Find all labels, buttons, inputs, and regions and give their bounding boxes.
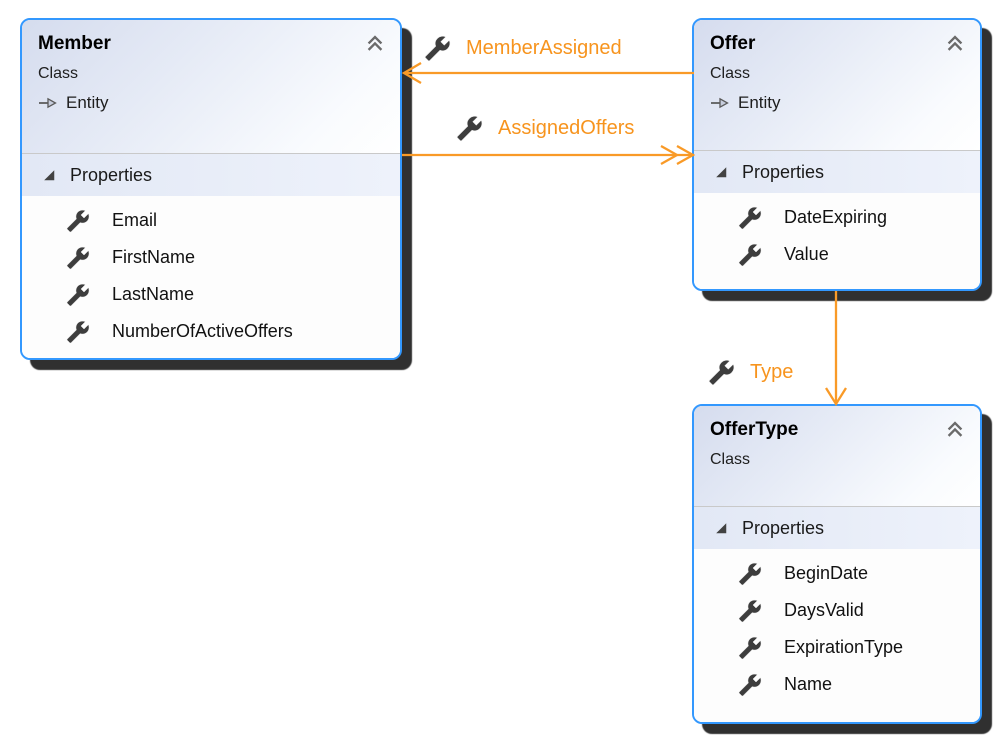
property-name: DaysValid	[784, 600, 864, 620]
collapse-chevrons-icon	[943, 418, 967, 440]
property-name: LastName	[112, 284, 195, 304]
wrench-icon	[66, 209, 90, 233]
wrench-icon	[66, 320, 90, 344]
association-name: MemberAssigned	[466, 37, 622, 59]
property-row[interactable]: BeginDate	[694, 555, 980, 592]
wrench-icon	[738, 206, 762, 230]
property-name: DateExpiring	[784, 207, 888, 227]
wrench-icon	[456, 115, 483, 142]
properties-section-header[interactable]: Properties	[694, 151, 980, 193]
wrench-icon	[708, 359, 735, 386]
property-row[interactable]: DaysValid	[694, 592, 980, 629]
association-label-type[interactable]: Type	[708, 358, 793, 386]
class-stereotype: Class	[38, 65, 79, 82]
association-line-assignedoffers[interactable]	[402, 144, 696, 166]
property-name: Value	[784, 244, 829, 264]
property-name: FirstName	[112, 247, 196, 267]
association-name: Type	[750, 361, 794, 383]
property-name: NumberOfActiveOffers	[112, 321, 293, 341]
property-name: BeginDate	[784, 563, 869, 583]
wrench-icon	[738, 562, 762, 586]
class-stereotype: Class	[710, 65, 751, 82]
properties-section-header[interactable]: Properties	[22, 154, 400, 196]
property-name: Email	[112, 210, 158, 230]
property-row[interactable]: DateExpiring	[694, 199, 980, 236]
wrench-icon	[738, 599, 762, 623]
association-line-type[interactable]	[825, 291, 847, 407]
class-box-offertype[interactable]: OfferType Class Properties BeginDate Day…	[692, 404, 982, 724]
property-row[interactable]: LastName	[22, 276, 400, 313]
collapse-button[interactable]	[942, 417, 968, 441]
arrow-right-icon	[710, 96, 730, 110]
properties-section-header[interactable]: Properties	[694, 507, 980, 549]
collapse-chevrons-icon	[363, 32, 387, 54]
wrench-icon	[738, 673, 762, 697]
expanded-triangle-icon[interactable]	[42, 168, 56, 182]
base-type-label: Entity	[738, 93, 781, 112]
properties-section-label: Properties	[742, 517, 825, 538]
property-name: ExpirationType	[784, 637, 904, 657]
collapse-button[interactable]	[362, 31, 388, 55]
association-label-assignedoffers[interactable]: AssignedOffers	[456, 114, 634, 142]
property-row[interactable]: NumberOfActiveOffers	[22, 313, 400, 350]
properties-list: BeginDate DaysValid ExpirationType Name	[694, 549, 980, 722]
properties-section-label: Properties	[742, 161, 825, 182]
expanded-triangle-icon[interactable]	[714, 165, 728, 179]
base-type-label: Entity	[66, 93, 109, 112]
property-row[interactable]: ExpirationType	[694, 629, 980, 666]
property-row[interactable]: Value	[694, 236, 980, 273]
association-label-memberassigned[interactable]: MemberAssigned	[424, 34, 622, 62]
wrench-icon	[738, 636, 762, 660]
expanded-triangle-icon[interactable]	[714, 521, 728, 535]
collapse-chevrons-icon	[943, 32, 967, 54]
property-row[interactable]: Name	[694, 666, 980, 703]
association-line-memberassigned[interactable]	[401, 62, 694, 84]
property-name: Name	[784, 674, 833, 694]
wrench-icon	[66, 246, 90, 270]
class-title: Offer	[710, 33, 756, 54]
association-name: AssignedOffers	[498, 117, 635, 139]
class-stereotype: Class	[710, 451, 751, 468]
properties-list: Email FirstName LastName NumberOfActiveO…	[22, 196, 400, 358]
class-title: OfferType	[710, 419, 799, 440]
properties-section-label: Properties	[70, 164, 153, 185]
arrow-right-icon	[38, 96, 58, 110]
property-row[interactable]: Email	[22, 202, 400, 239]
wrench-icon	[66, 283, 90, 307]
class-header-offer[interactable]: Offer Class Entity	[694, 20, 980, 151]
wrench-icon	[738, 243, 762, 267]
class-box-member[interactable]: Member Class Entity Properties Email Fir…	[20, 18, 402, 360]
property-row[interactable]: FirstName	[22, 239, 400, 276]
class-header-offertype[interactable]: OfferType Class	[694, 406, 980, 507]
class-header-member[interactable]: Member Class Entity	[22, 20, 400, 154]
wrench-icon	[424, 35, 451, 62]
class-box-offer[interactable]: Offer Class Entity Properties DateExpiri…	[692, 18, 982, 291]
class-title: Member	[38, 33, 111, 54]
base-type-row: Entity	[710, 93, 966, 113]
properties-list: DateExpiring Value	[694, 193, 980, 289]
base-type-row: Entity	[38, 93, 386, 113]
collapse-button[interactable]	[942, 31, 968, 55]
